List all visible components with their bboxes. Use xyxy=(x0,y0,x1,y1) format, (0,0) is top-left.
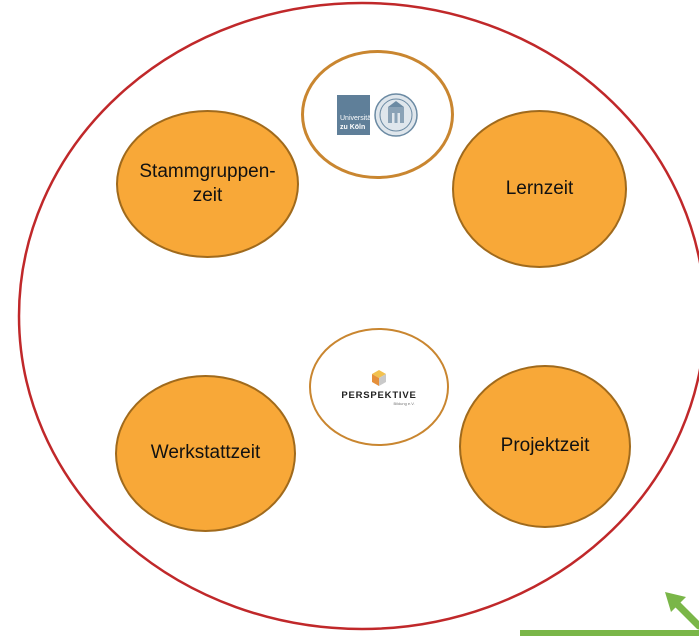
perspektive-logo: PERSPEKTIVE Bildung e.V. xyxy=(341,368,416,406)
perspektive-logo-circle: PERSPEKTIVE Bildung e.V. xyxy=(309,328,449,446)
node-werkstattzeit: Werkstattzeit xyxy=(115,375,296,532)
node-werkstattzeit-label: Werkstattzeit xyxy=(150,442,261,464)
node-projektzeit-label: Projektzeit xyxy=(500,435,590,457)
university-logo: Universität zu Köln xyxy=(337,92,418,137)
node-stammgruppenzeit: Stammgruppen- zeit xyxy=(116,110,299,258)
university-seal-icon xyxy=(374,92,418,137)
node-stammgruppenzeit-label: Stammgruppen- zeit xyxy=(139,160,276,206)
node-lernzeit: Lernzeit xyxy=(452,110,627,268)
perspektive-sub: Bildung e.V. xyxy=(393,401,415,406)
university-logo-circle: Universität zu Köln xyxy=(301,50,454,179)
cube-icon xyxy=(371,370,386,386)
node-lernzeit-label: Lernzeit xyxy=(505,177,574,199)
node-projektzeit: Projektzeit xyxy=(459,365,631,528)
university-wordmark: Universität zu Köln xyxy=(337,94,373,135)
perspektive-name: PERSPEKTIVE xyxy=(341,390,417,401)
